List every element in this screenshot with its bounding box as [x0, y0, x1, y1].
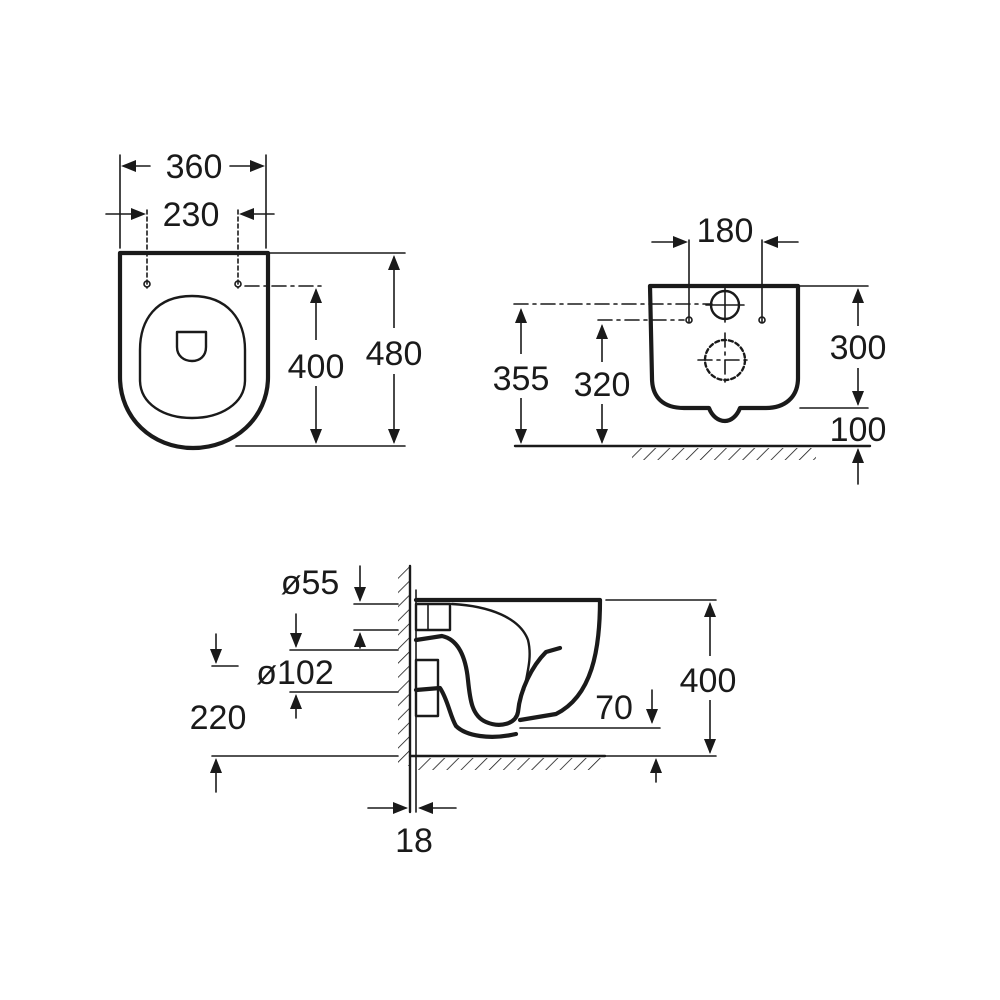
side-view: ø55 ø102 220 400 70 18 [190, 564, 748, 860]
dim-body-height: 300 [830, 329, 887, 367]
fixing-hole-right [234, 209, 242, 289]
dim-water-depth: 70 [595, 689, 633, 727]
rear-view-body [647, 283, 801, 424]
dim-overall-width: 360 [166, 148, 223, 186]
wall-hatch [398, 566, 410, 766]
dim-bottom-clearance: 100 [830, 411, 887, 449]
top-view-outline [117, 250, 271, 451]
dim-wall-gap: 18 [395, 822, 433, 860]
side-view-trapway [413, 633, 563, 727]
rear-view: 180 355 320 3 [484, 212, 896, 485]
dim-bowl-height: 400 [680, 662, 737, 700]
fixing-hole-left [143, 209, 151, 289]
dim-axis-height: 355 [493, 360, 550, 398]
dim-fixing-to-front: 400 [288, 348, 345, 386]
dim-inlet-diameter: ø55 [281, 564, 340, 602]
top-view-seat [138, 294, 247, 420]
dim-fixing-spacing-rear: 180 [697, 212, 754, 250]
dim-overall-length: 480 [366, 335, 423, 373]
dim-fixing-spacing-top: 230 [163, 196, 220, 234]
top-view: 360 230 400 480 [105, 148, 430, 451]
dim-outlet-height: 220 [190, 699, 247, 737]
dim-outlet-diameter: ø102 [256, 654, 334, 692]
dim-fixing-height: 320 [574, 366, 631, 404]
top-view-outlet [175, 330, 208, 363]
side-view-bowl [413, 597, 603, 723]
